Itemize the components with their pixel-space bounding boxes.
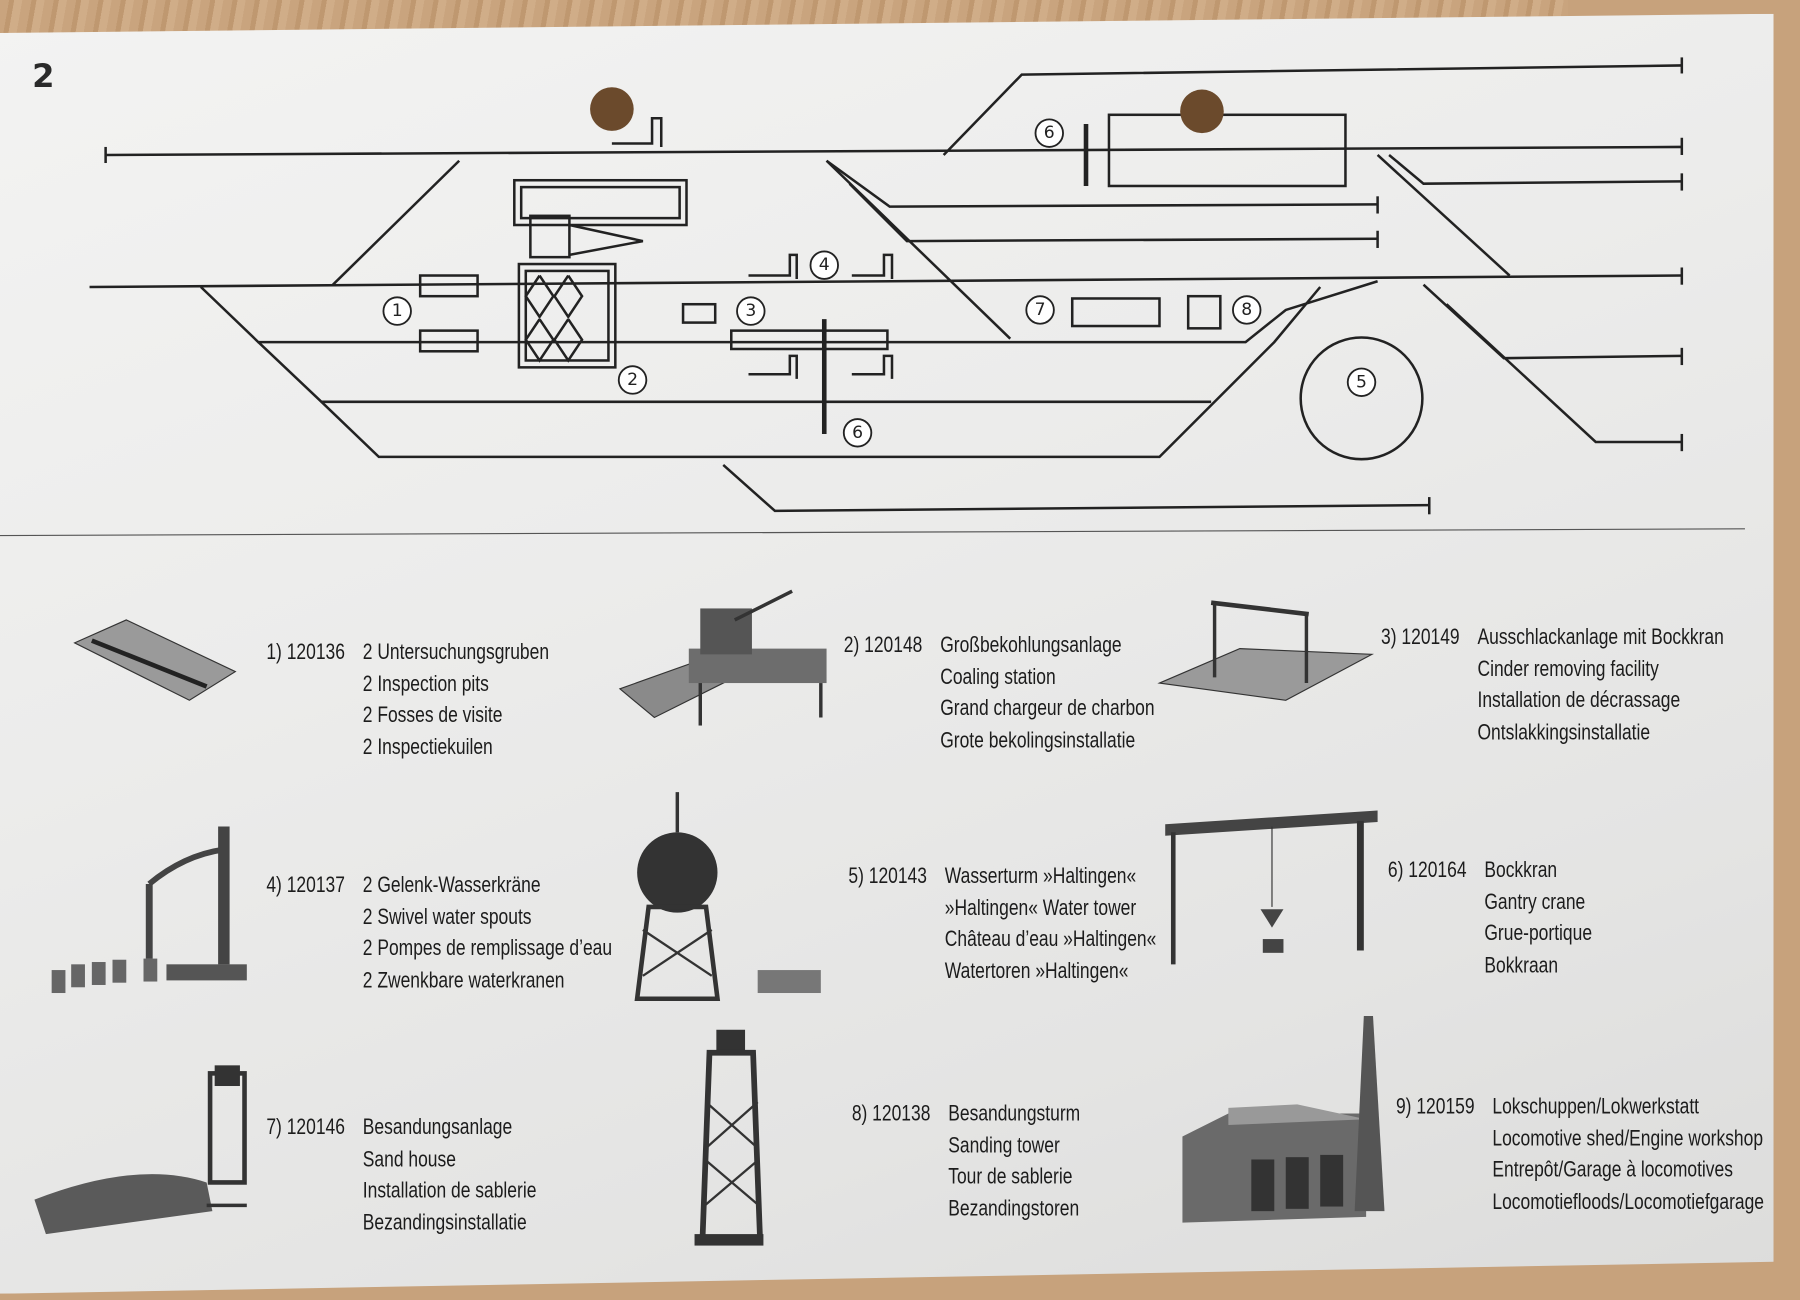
marker-circle — [842, 418, 873, 448]
product-name-line: Ontslakkingsinstallatie — [1477, 720, 1651, 745]
product-code: 2) 120148 — [843, 633, 923, 658]
product-code: 8) 120138 — [851, 1102, 931, 1127]
marker-number: 1 — [392, 301, 403, 321]
inspection-pits-image — [73, 619, 237, 701]
product-name-line: Bockkran — [1484, 858, 1558, 883]
product-code: 5) 120143 — [848, 864, 927, 889]
structures — [418, 113, 1424, 461]
product-name-line: Tour de sablerie — [948, 1165, 1073, 1190]
product-name-line: Besandungsanlage — [362, 1115, 513, 1140]
product-name-line: Bezandingstoren — [948, 1196, 1080, 1221]
water-tower-image — [634, 792, 821, 1002]
product-code: 3) 120149 — [1381, 625, 1460, 650]
product-name-line: Locomotive shed/Engine workshop — [1492, 1126, 1764, 1151]
product-names: 2 Untersuchungsgruben 2 Inspection pits 2 … — [363, 637, 549, 763]
marker-number: 5 — [1356, 372, 1367, 392]
product-name-line: Installation de décrassage — [1477, 688, 1681, 713]
locomotive-shed-image — [1182, 1015, 1385, 1223]
product-name-line: Großbekohlungsanlage — [940, 633, 1122, 658]
product-name-line: »Haltingen« Water tower — [944, 896, 1137, 921]
diagram-markers: 1 2 3 4 5 6 6 7 8 — [382, 118, 1377, 448]
punched-hole — [590, 87, 634, 131]
product-names: Wasserturm »Haltingen« »Haltingen« Water … — [945, 861, 1157, 987]
marker-number: 3 — [745, 301, 756, 321]
product-name-line: 2 Pompes de remplissage d’eau — [362, 936, 613, 961]
marker-circle — [1025, 295, 1055, 325]
marker-number: 7 — [1035, 300, 1046, 320]
marker-number: 2 — [627, 370, 638, 390]
gantry-crane-image — [1165, 810, 1378, 965]
product-name-line: 2 Fosses de visite — [362, 703, 503, 728]
page-number: 2 — [32, 57, 55, 96]
marker-circle — [617, 365, 648, 395]
product-name-line: 2 Untersuchungsgruben — [362, 640, 550, 665]
punched-hole — [1180, 89, 1224, 134]
cinder-removing-facility-image — [1157, 600, 1374, 701]
marker-number: 6 — [852, 423, 863, 443]
product-item: 5) 120143 Wasserturm »Haltingen« »Haltinge… — [848, 861, 1156, 987]
product-name-line: Sand house — [362, 1147, 456, 1172]
product-item: 1) 120136 2 Untersuchungsgruben 2 Inspecti… — [266, 637, 549, 763]
product-name-line: Château d’eau »Haltingen« — [944, 927, 1157, 952]
product-name-line: Grote bekolingsinstallatie — [940, 728, 1136, 753]
product-name-line: 2 Inspection pits — [362, 672, 489, 697]
product-name-line: Ausschlackanlage mit Bockkran — [1477, 625, 1724, 650]
product-name-line: 2 Zwenkbare waterkranen — [362, 968, 565, 993]
product-name-line: Sanding tower — [948, 1133, 1060, 1158]
product-code: 1) 120136 — [266, 640, 345, 665]
product-name-line: Coaling station — [940, 665, 1056, 690]
product-code: 7) 120146 — [266, 1115, 345, 1140]
marker-circle — [382, 296, 412, 326]
product-name-line: Entrepôt/Garage à locomotives — [1492, 1158, 1733, 1183]
marker-number: 6 — [1044, 123, 1055, 143]
product-name-line: 2 Swivel water spouts — [362, 905, 532, 930]
product-name-line: Wasserturm »Haltingen« — [944, 864, 1137, 889]
product-name-line: Lokschuppen/Lokwerkstatt — [1492, 1095, 1700, 1120]
product-name-line: Watertoren »Haltingen« — [944, 959, 1129, 984]
product-code: 6) 120164 — [1387, 858, 1467, 883]
tracks — [89, 57, 1684, 515]
product-name-line: Grue-portique — [1484, 921, 1593, 946]
product-name-line: 2 Gelenk-Wasserkräne — [362, 873, 541, 898]
marker-circle — [1346, 367, 1377, 397]
paper-sheet — [0, 13, 1774, 1294]
water-spouts-image — [51, 826, 247, 994]
marker-number: 4 — [819, 255, 830, 275]
marker-circle — [1232, 295, 1262, 325]
product-item: 4) 120137 2 Gelenk-Wasserkräne 2 Swivel wa… — [266, 870, 612, 996]
product-names: 2 Gelenk-Wasserkräne 2 Swivel water spout… — [363, 870, 612, 996]
product-name-line: Gantry crane — [1484, 890, 1586, 915]
product-name-line: Besandungsturm — [948, 1102, 1081, 1127]
product-name-line: Locomotiefloods/Locomotiefgarage — [1492, 1189, 1765, 1215]
product-code: 4) 120137 — [266, 873, 345, 898]
product-code: 9) 120159 — [1395, 1095, 1475, 1120]
marker-circle — [809, 250, 839, 280]
product-name-line: Cinder removing facility — [1477, 657, 1659, 682]
marker-number: 8 — [1241, 300, 1252, 320]
product-name-line: Grand chargeur de charbon — [940, 696, 1155, 721]
coaling-station-image — [618, 589, 827, 726]
marker-circle — [1034, 118, 1064, 148]
sand-house-image — [34, 1065, 247, 1235]
product-name-line: Installation de sablerie — [362, 1178, 537, 1204]
product-name-line: 2 Inspectiekuilen — [362, 735, 493, 760]
marker-circle — [736, 296, 766, 326]
sanding-tower-image — [694, 1029, 764, 1246]
product-name-line: Bokkraan — [1484, 953, 1559, 978]
product-name-line: Bezandingsinstallatie — [362, 1210, 527, 1235]
